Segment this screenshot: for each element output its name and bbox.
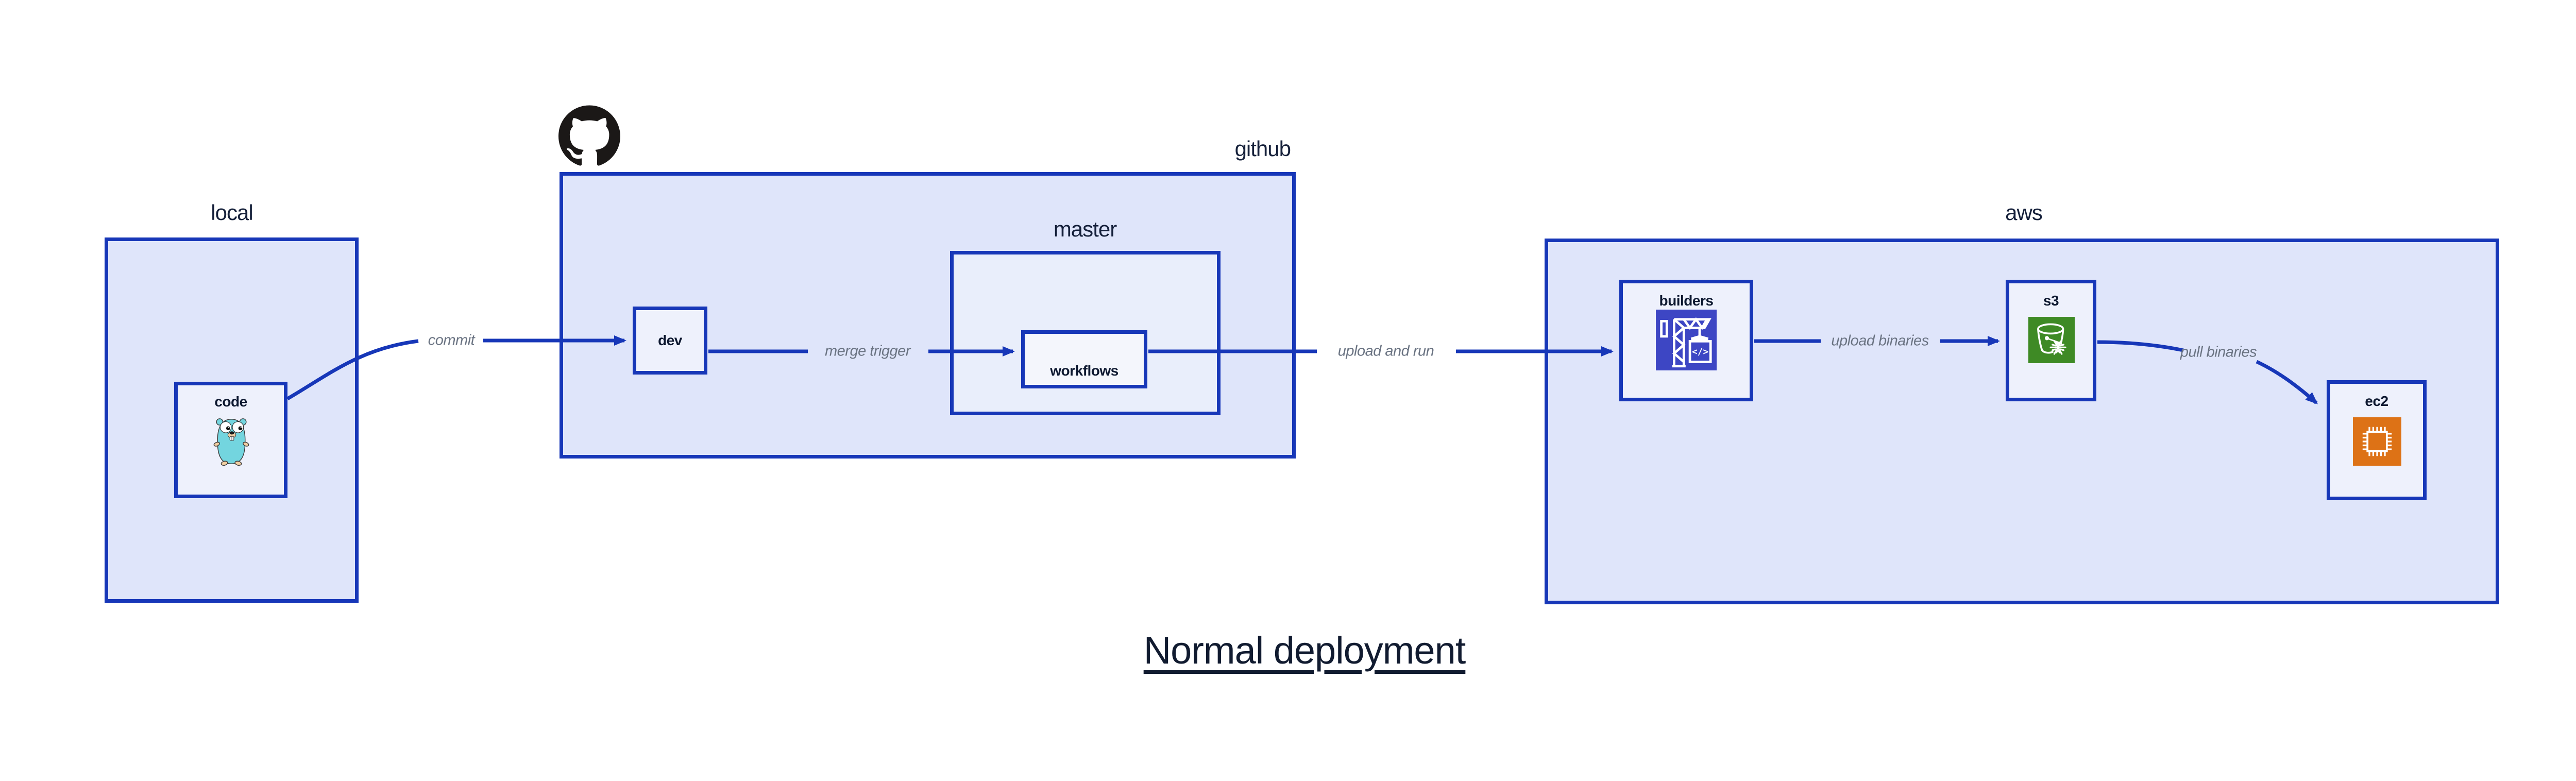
aws-ec2-chip-icon <box>2353 417 2401 466</box>
svg-text:</>: </> <box>1692 347 1708 357</box>
node-label-ec2: ec2 <box>2365 393 2388 409</box>
edge-label-upload-and-run: upload and run <box>1337 343 1434 360</box>
node-label-dev: dev <box>658 332 682 348</box>
aws-codebuild-crane-icon: </> <box>1656 310 1717 370</box>
aws-s3-glacier-bucket-icon <box>2028 317 2075 363</box>
group-label-master: master <box>1053 217 1117 241</box>
node-label-s3: s3 <box>2043 293 2059 309</box>
node-label-workflows: workflows <box>1050 363 1118 379</box>
edge-label-pull-binaries: pull binaries <box>2180 344 2257 361</box>
group-label-aws: aws <box>2005 200 2043 225</box>
group-label-local: local <box>211 200 253 225</box>
node-label-code: code <box>214 394 247 410</box>
go-gopher-icon <box>213 418 249 466</box>
group-label-github: github <box>1234 137 1291 161</box>
edge-label-merge-trigger: merge trigger <box>825 343 910 360</box>
node-workflows: workflows <box>1021 330 1147 388</box>
github-octocat-icon <box>558 105 620 166</box>
node-label-builders: builders <box>1659 293 1714 309</box>
diagram-title: Normal deployment <box>1143 629 1466 672</box>
node-dev: dev <box>633 307 707 375</box>
edge-label-upload-binaries: upload binaries <box>1831 332 1929 349</box>
edge-label-commit: commit <box>428 332 475 349</box>
